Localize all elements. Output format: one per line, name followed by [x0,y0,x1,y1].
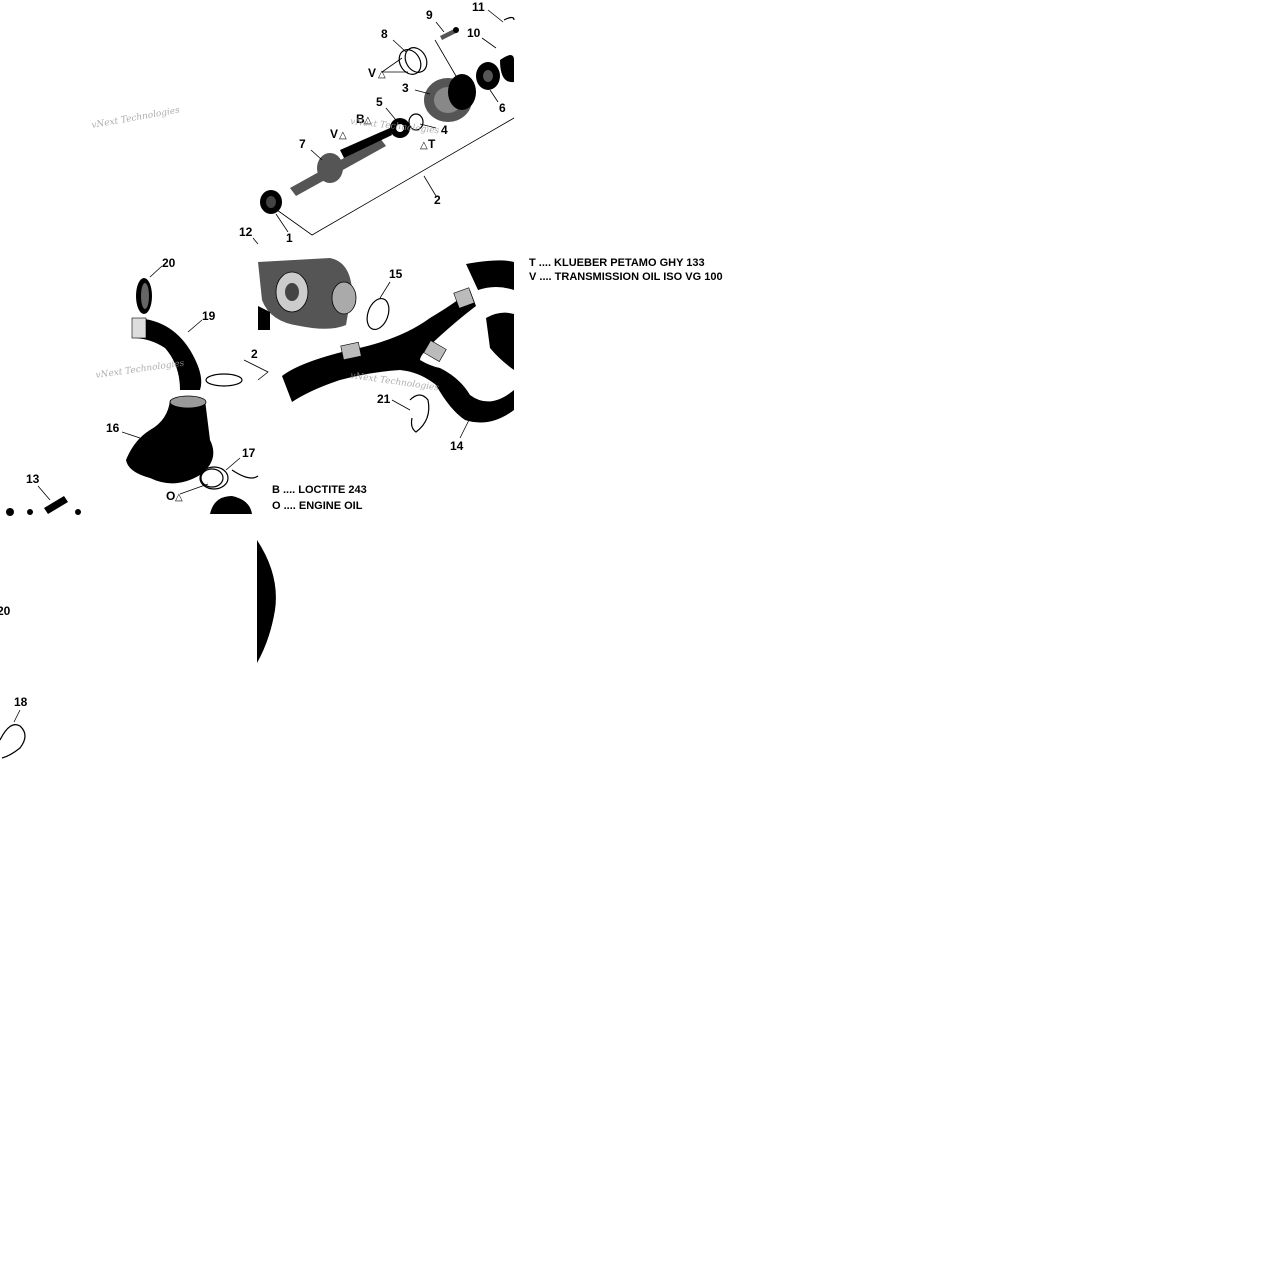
o-ring-17 [199,466,229,490]
callout-11: 11 [472,0,485,14]
shaft-gear-7 [290,128,392,196]
callout-6: 6 [499,101,506,115]
clamp-15 [366,297,390,331]
callout-16: 16 [106,421,120,435]
lower-tiles: 20 18 [0,540,276,759]
screw-9 [440,27,459,40]
clamp-22 [205,373,243,387]
gasket-11 [503,16,515,21]
part-18 [0,724,26,759]
seal-6 [476,62,500,90]
lube-mark-v-top: V [368,66,376,80]
lube-mark-v-shaft: V [330,127,338,141]
watermark: vNext Technologies [95,359,185,381]
hose-clamp-21 [409,394,430,433]
callout-20-b: 20 [0,604,11,618]
legend-klueber: T .... KLUEBER PETAMO GHY 133 [529,257,705,269]
callout-13: 13 [26,472,40,486]
lube-mark-t: T [428,137,436,151]
seal-1 [260,190,282,214]
housing-3 [424,74,476,122]
drop-icon: △ [364,115,372,126]
callout-7: 7 [299,137,306,151]
callout-2: 2 [434,193,441,207]
callout-1: 1 [286,231,293,245]
legend-loctite: B .... LOCTITE 243 [272,484,367,496]
screw-13 [44,496,68,514]
drop-icon: △ [378,69,386,80]
callout-22: 2 [251,347,258,361]
o-rings-8 [398,47,428,75]
bracket-2 [269,117,515,236]
drop-icon: △ [339,130,347,141]
watermark: vNext Technologies [91,106,181,131]
drop-icon: △ [420,140,428,151]
lube-mark-o: O [166,489,175,503]
callout-10: 10 [467,26,481,40]
bearing-4 [390,113,424,138]
impeller-10 [500,55,514,83]
callout-21: 21 [377,392,391,406]
callout-12: 12 [239,225,253,239]
hose-partial [257,540,276,663]
legend-transmission-oil: V .... TRANSMISSION OIL ISO VG 100 [529,271,723,283]
hose-14 [282,290,514,423]
thermostat-housing-16 [126,400,214,484]
callout-14: 14 [450,439,464,453]
legend-engine-oil: O .... ENGINE OIL [272,500,363,512]
callout-5: 5 [376,95,383,109]
callout-15: 15 [389,267,403,281]
middle-left-tile: 20 19 2 16 17 13 O △ vNext Technologies … [6,256,367,516]
lube-mark-b: B [356,112,365,126]
callout-8: 8 [381,27,388,41]
callout-3: 3 [402,81,409,95]
callout-19: 19 [202,309,216,323]
drop-icon: △ [175,492,183,503]
top-tile: 1 2 3 4 5 6 7 8 9 10 11 12 V △ V △ B △ T… [91,0,515,245]
callout-4: 4 [441,123,448,137]
callout-20: 20 [162,256,176,270]
thermostat-partial [210,496,252,514]
elbow-hose-19 [132,318,202,390]
clamp-20 [136,278,152,314]
callout-17: 17 [242,446,256,460]
callout-9: 9 [426,8,433,22]
middle-right-tile: 15 21 14 vNext Technologies [258,258,514,453]
callout-18: 18 [14,695,28,709]
